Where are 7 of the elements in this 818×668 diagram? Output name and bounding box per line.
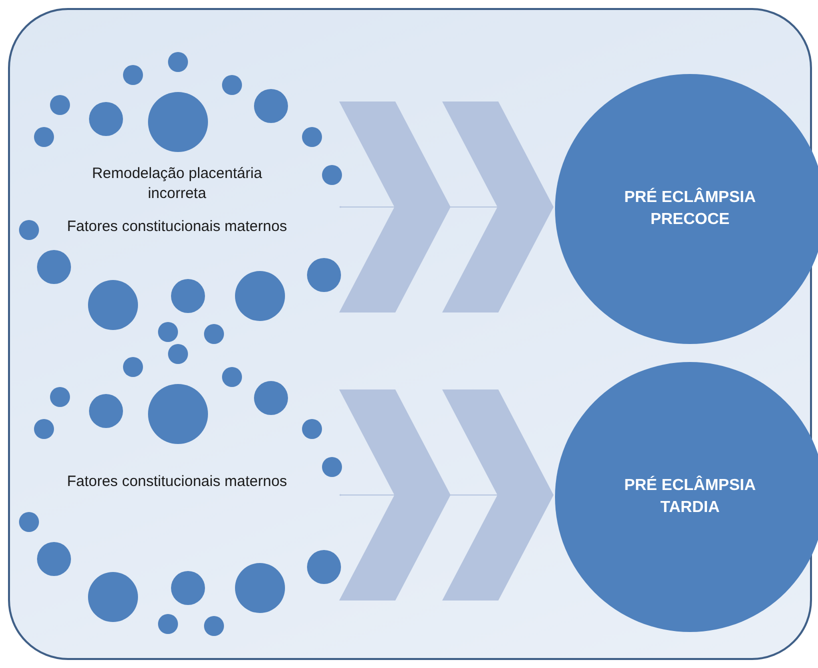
outcome-circle: PRÉ ECLÂMPSIA PRECOCE bbox=[555, 74, 818, 344]
factor-text: Fatores constitucionais maternos bbox=[66, 472, 288, 492]
chevron-arrow bbox=[339, 390, 554, 600]
factor-text: Remodelação placentária incorreta bbox=[90, 164, 264, 204]
factor-text: Fatores constitucionais maternos bbox=[66, 217, 288, 237]
outcome-circle: PRÉ ECLÂMPSIA TARDIA bbox=[555, 362, 818, 632]
chevron-arrow bbox=[339, 102, 554, 312]
